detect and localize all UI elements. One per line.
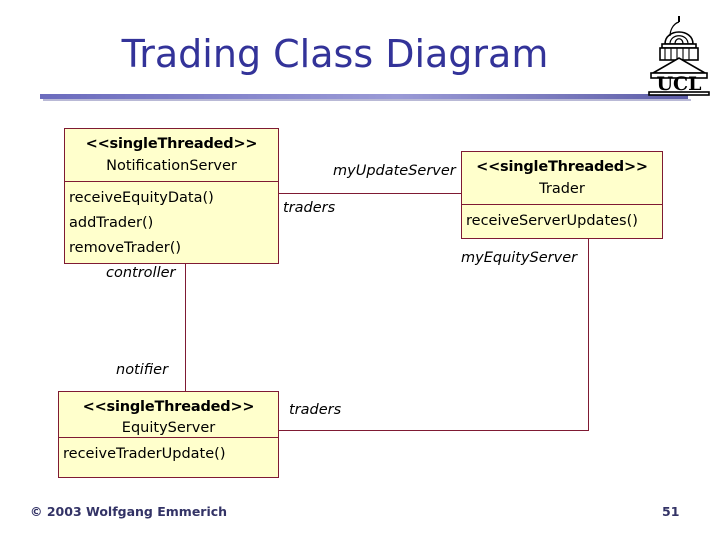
class-stereotype: <<singleThreaded>>	[476, 159, 648, 175]
copyright-notice: © 2003 Wolfgang Emmerich	[30, 504, 228, 519]
class-operation: receiveServerUpdates()	[466, 213, 638, 229]
class-operation: removeTrader()	[69, 240, 182, 256]
role-label-controller: controller	[106, 265, 176, 281]
class-operations-equity-server: receiveTraderUpdate()	[59, 438, 278, 477]
ucl-logo-icon: UCL	[641, 14, 717, 96]
role-label-notifier: notifier	[116, 362, 169, 378]
role-label-my-equity-server: myEquityServer	[461, 250, 578, 266]
class-operation: receiveEquityData()	[69, 190, 214, 206]
class-header-equity-server: <<singleThreaded>> EquityServer	[59, 392, 278, 438]
role-label-traders-top: traders	[283, 200, 336, 216]
class-header-notification-server: <<singleThreaded>> NotificationServer	[65, 129, 278, 182]
class-name: Trader	[539, 181, 585, 197]
class-operation: addTrader()	[69, 215, 154, 231]
title-divider-bar	[40, 94, 688, 99]
association-line-notificationserver-equityserver	[185, 264, 186, 392]
class-operations-notification-server: receiveEquityData() addTrader() removeTr…	[65, 182, 278, 263]
title-divider-shadow	[43, 99, 691, 101]
class-box-notification-server[interactable]: <<singleThreaded>> NotificationServer re…	[64, 128, 279, 264]
association-line-trader-vertical	[588, 239, 589, 431]
association-line-equityserver-trader	[279, 430, 589, 431]
class-header-trader: <<singleThreaded>> Trader	[462, 152, 662, 205]
ucl-logo-text: UCL	[656, 73, 701, 95]
page-number: 51	[662, 504, 680, 519]
class-operation: receiveTraderUpdate()	[63, 446, 226, 462]
role-label-my-update-server: myUpdateServer	[333, 163, 456, 179]
class-stereotype: <<singleThreaded>>	[82, 399, 255, 415]
class-operations-trader: receiveServerUpdates()	[462, 205, 662, 238]
class-name: EquityServer	[121, 420, 216, 436]
class-stereotype: <<singleThreaded>>	[85, 136, 258, 152]
class-name: NotificationServer	[106, 158, 237, 174]
class-box-trader[interactable]: <<singleThreaded>> Trader receiveServerU…	[461, 151, 663, 239]
class-box-equity-server[interactable]: <<singleThreaded>> EquityServer receiveT…	[58, 391, 279, 478]
association-line-notificationserver-trader	[279, 193, 462, 194]
page-title: Trading Class Diagram	[121, 32, 549, 76]
role-label-traders-bottom: traders	[289, 402, 342, 418]
